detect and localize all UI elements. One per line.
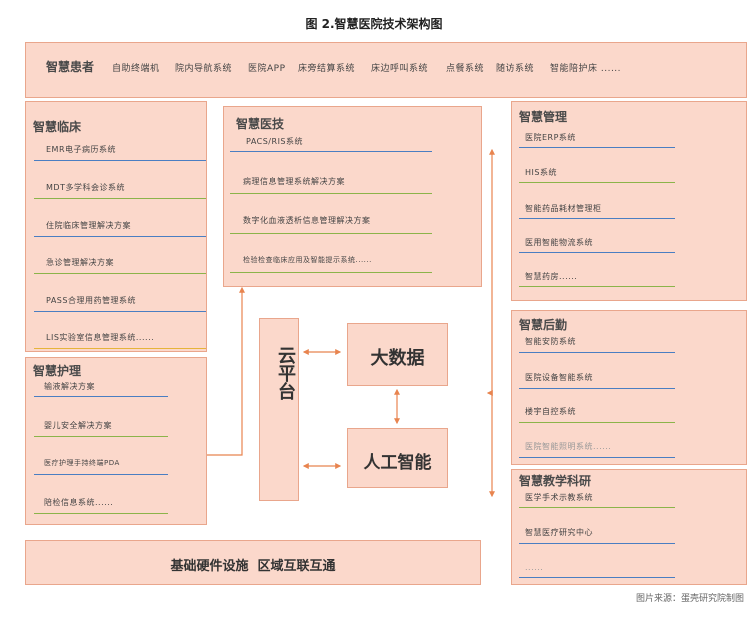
divider (34, 396, 168, 397)
smart-patients-title: 智慧患者 (46, 60, 95, 74)
logistics-item: 医院智能照明系统...... (525, 442, 612, 451)
teaching-item: ...... (525, 563, 544, 572)
divider (519, 352, 675, 353)
divider (230, 151, 432, 152)
divider (519, 422, 675, 423)
management-item: HIS系统 (525, 168, 557, 177)
divider (34, 436, 168, 437)
ai-box: 人工智能 (347, 428, 448, 488)
management-item: 医院ERP系统 (525, 133, 576, 142)
divider (34, 198, 206, 199)
management-item: 医用智能物流系统 (525, 238, 593, 247)
nursing-item: 婴儿安全解决方案 (44, 421, 112, 430)
logistics-item: 智能安防系统 (525, 337, 576, 346)
divider (519, 457, 675, 458)
patients-item: 院内导航系统 (175, 64, 233, 74)
smart-teaching-title: 智慧教学科研 (519, 474, 592, 488)
infrastructure-label: 基础硬件设施 区域互联互通 (170, 559, 336, 574)
figure-title: 图 2.智慧医院技术架构图 (305, 17, 443, 31)
nursing-item: 医疗护理手持终端PDA (44, 459, 120, 467)
smart-patients-box: 智慧患者 自助终端机 院内导航系统 医院APP 床旁结算系统 床边呼叫系统 点餐… (25, 42, 747, 98)
cloud-platform-label: 云平台 (275, 346, 296, 400)
medtech-item: PACS/RIS系统 (246, 137, 303, 146)
divider (519, 252, 675, 253)
divider (230, 193, 432, 194)
divider (34, 160, 206, 161)
patients-item: 智能陪护床 ...... (550, 64, 622, 74)
smart-nursing-box: 智慧护理 输液解决方案 婴儿安全解决方案 医疗护理手持终端PDA 陪检信息系统.… (25, 357, 207, 525)
patients-item: 自助终端机 (112, 64, 160, 74)
smart-management-title: 智慧管理 (519, 110, 568, 124)
smart-clinical-title: 智慧临床 (33, 120, 82, 134)
management-item: 智能药品耗材管理柜 (525, 204, 602, 213)
divider (34, 513, 168, 514)
clinical-item: LIS实验室信息管理系统...... (46, 333, 155, 342)
divider (519, 182, 675, 183)
source-note: 图片来源：蛋壳研究院制图 (635, 594, 744, 604)
smart-clinical-box: 智慧临床 EMR电子病历系统 MDT多学科会诊系统 住院临床管理解决方案 急诊管… (25, 101, 207, 352)
patients-item: 床旁结算系统 (298, 64, 356, 74)
smart-nursing-title: 智慧护理 (33, 364, 82, 378)
smart-logistics-title: 智慧后勤 (519, 318, 568, 332)
infrastructure-box: 基础硬件设施 区域互联互通 (25, 540, 481, 585)
nursing-item: 输液解决方案 (44, 382, 95, 391)
logistics-item: 医院设备智能系统 (525, 373, 593, 382)
smart-logistics-box: 智慧后勤 智能安防系统 医院设备智能系统 楼宇自控系统 医院智能照明系统....… (511, 310, 747, 465)
big-data-box: 大数据 (347, 323, 448, 386)
divider (519, 507, 675, 508)
ai-label: 人工智能 (363, 453, 432, 473)
arrow-left-to-medtech (207, 286, 245, 456)
logistics-item: 楼宇自控系统 (525, 407, 576, 416)
divider (519, 286, 675, 287)
management-item: 智慧药房...... (525, 272, 578, 281)
divider (230, 272, 432, 273)
divider (34, 236, 206, 237)
clinical-item: 住院临床管理解决方案 (46, 221, 131, 230)
divider (519, 147, 675, 148)
smart-medtech-title: 智慧医技 (236, 117, 285, 131)
smart-teaching-box: 智慧教学科研 医学手术示教系统 智慧医疗研究中心 ...... (511, 469, 747, 585)
divider (34, 311, 206, 312)
patients-item: 点餐系统 (446, 64, 485, 74)
patients-item: 医院APP (248, 64, 286, 74)
divider (519, 543, 675, 544)
divider (519, 577, 675, 578)
cloud-platform-box: 云平台 (259, 318, 299, 501)
clinical-item: MDT多学科会诊系统 (46, 183, 125, 192)
clinical-item: EMR电子病历系统 (46, 145, 117, 154)
nursing-item: 陪检信息系统...... (44, 498, 114, 507)
big-data-label: 大数据 (370, 348, 425, 369)
divider (519, 218, 675, 219)
smart-management-box: 智慧管理 医院ERP系统 HIS系统 智能药品耗材管理柜 医用智能物流系统 智慧… (511, 101, 747, 301)
teaching-item: 智慧医疗研究中心 (525, 528, 593, 537)
medtech-item: 病理信息管理系统解决方案 (243, 177, 345, 186)
teaching-item: 医学手术示教系统 (525, 493, 593, 502)
divider (34, 474, 168, 475)
divider (230, 233, 432, 234)
clinical-item: 急诊管理解决方案 (46, 258, 114, 267)
patients-item: 随访系统 (496, 64, 535, 74)
medtech-item: 数字化血液透析信息管理解决方案 (243, 216, 371, 225)
patients-item: 床边呼叫系统 (371, 64, 429, 74)
divider (519, 388, 675, 389)
clinical-item: PASS合理用药管理系统 (46, 296, 136, 305)
smart-medtech-box: 智慧医技 PACS/RIS系统 病理信息管理系统解决方案 数字化血液透析信息管理… (223, 106, 482, 287)
divider (34, 348, 206, 349)
divider (34, 273, 206, 274)
medtech-item: 检验检查临床应用及智能提示系统...... (243, 256, 372, 264)
